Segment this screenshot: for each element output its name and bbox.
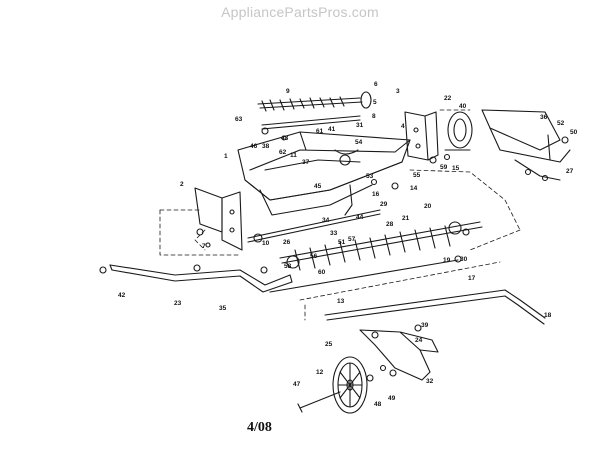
part-label: 36	[540, 114, 548, 121]
part-label: 18	[544, 312, 552, 319]
part-label: 23	[174, 300, 182, 307]
left-side-bracket	[194, 187, 243, 251]
hopper-top-rod	[257, 91, 372, 130]
watermark-text: AppliancePartsPros.com	[221, 4, 379, 20]
hardware-fasteners	[193, 127, 470, 382]
part-label: 56	[310, 253, 318, 260]
wheel	[332, 356, 368, 414]
part-label: 17	[468, 275, 476, 282]
part-label: 3	[396, 88, 400, 95]
part-label: 16	[372, 191, 380, 198]
long-control-rod	[269, 255, 462, 293]
part-label: 33	[330, 230, 338, 237]
part-label: 58	[284, 263, 292, 270]
part-label: 60	[318, 269, 326, 276]
part-label: 32	[426, 378, 434, 385]
part-label: 45	[314, 183, 322, 190]
part-label: 43	[281, 135, 289, 142]
part-label: 21	[402, 215, 410, 222]
part-label: 4	[401, 123, 405, 130]
handle-bracket-upper	[481, 109, 571, 182]
part-label: 26	[283, 239, 291, 246]
wheel-bracket-assembly	[359, 324, 439, 381]
part-label: 48	[374, 401, 382, 408]
part-label: 6	[374, 81, 378, 88]
part-label: 46	[250, 143, 258, 150]
part-label: 55	[413, 172, 421, 179]
part-label: 50	[570, 129, 578, 136]
part-label: 7	[202, 243, 206, 250]
part-label: 13	[337, 298, 345, 305]
part-label: 54	[355, 139, 363, 146]
part-label: 37	[302, 159, 310, 166]
part-label: 15	[452, 165, 460, 172]
part-label: 38	[262, 143, 270, 150]
part-label: 22	[444, 95, 452, 102]
part-label: 61	[316, 128, 324, 135]
part-label: 11	[290, 152, 297, 159]
part-label: 19	[443, 257, 451, 264]
part-label: 24	[415, 337, 423, 344]
part-label: 62	[279, 149, 287, 156]
part-label: 34	[322, 217, 330, 224]
part-label: 42	[118, 292, 126, 299]
part-label: 35	[219, 305, 227, 312]
part-label: 14	[410, 185, 418, 192]
part-label: 52	[557, 120, 565, 127]
revision-date: 4/08	[247, 420, 272, 435]
part-label: 39	[421, 322, 429, 329]
part-label: 31	[356, 122, 364, 129]
part-label: 30	[460, 256, 468, 263]
part-label: 8	[372, 113, 376, 120]
part-label: 51	[338, 239, 346, 246]
part-label: 59	[440, 164, 448, 171]
right-side-bracket	[404, 111, 439, 161]
handle-bar-lower	[99, 264, 293, 293]
part-label: 40	[459, 103, 467, 110]
part-label: 63	[235, 116, 243, 123]
hopper-body	[237, 131, 411, 216]
gear-belt-assembly	[444, 111, 473, 151]
part-label: 9	[286, 88, 290, 95]
part-label: 49	[388, 395, 396, 402]
axle-rod	[247, 209, 381, 243]
part-label: 57	[348, 236, 356, 243]
part-label: 20	[424, 203, 432, 210]
part-label: 25	[325, 341, 333, 348]
part-label: 44	[356, 214, 364, 221]
part-label: 53	[366, 173, 374, 180]
part-label: 29	[380, 201, 388, 208]
part-label: 12	[316, 369, 324, 376]
part-label: 27	[566, 168, 574, 175]
handle-arm	[324, 289, 546, 325]
part-label: 2	[180, 181, 184, 188]
part-label: 10	[262, 240, 270, 247]
part-label: 5	[373, 99, 377, 106]
part-label: 41	[328, 126, 336, 133]
bolt	[297, 391, 341, 413]
part-label: 28	[386, 221, 394, 228]
part-label: 1	[224, 153, 228, 160]
agitator-rod	[279, 221, 483, 271]
part-label: 47	[293, 381, 301, 388]
assembly-guide-lines	[159, 109, 521, 321]
